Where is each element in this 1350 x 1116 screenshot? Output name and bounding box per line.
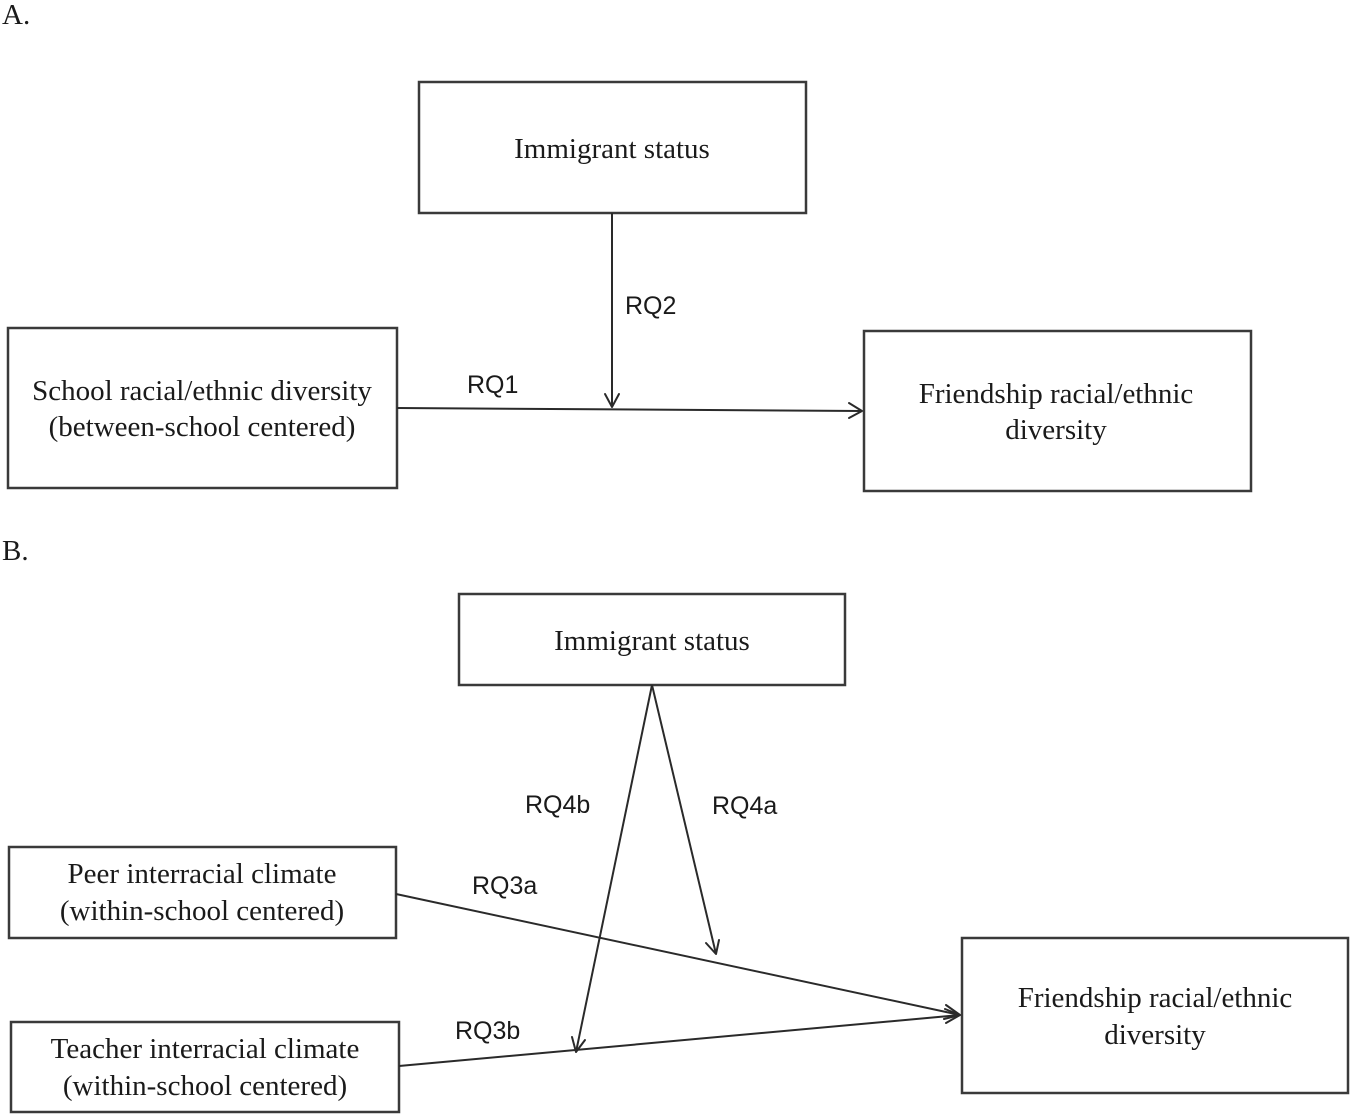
panel-a-outcome-line-2: diversity	[1005, 414, 1107, 446]
panel-b-outcome-line-2: diversity	[1104, 1019, 1206, 1051]
panel-b-peer-path-arrow	[395, 893, 961, 1020]
panel-a-outcome-box: Friendship racial/ethnic diversity	[862, 329, 1253, 493]
panel-a-moderation-arrow-label: RQ2	[625, 292, 676, 320]
panel-a-outcome-line-1: Friendship racial/ethnic	[919, 378, 1194, 410]
panel-b-moderator-text: Immigrant status	[554, 625, 750, 657]
panel-a-main-arrow	[396, 402, 863, 419]
panel-b-peer-path-label: RQ3a	[472, 872, 537, 900]
panel-a-label: A.	[2, 0, 30, 31]
panel-b-teacher-path-label: RQ3b	[455, 1017, 520, 1045]
panel-a-moderator-box: Immigrant status	[417, 80, 808, 215]
panel-b-peer-line-2: (within-school centered)	[60, 895, 344, 927]
panel-b-moderation-teacher-arrow	[571, 684, 653, 1053]
panel-a-predictor-box: School racial/ethnic diversity (between-…	[6, 326, 399, 490]
panel-a-moderator-text: Immigrant status	[514, 133, 710, 165]
panel-b-outcome-box: Friendship racial/ethnic diversity	[960, 936, 1350, 1095]
panel-b-teacher-path-arrow	[398, 1008, 961, 1067]
panel-b-peer-climate-box: Peer interracial climate (within-school …	[7, 845, 398, 940]
panel-a-predictor-line-2: (between-school centered)	[49, 411, 356, 443]
panel-b-moderation-peer-label: RQ4a	[712, 792, 777, 820]
panel-b-teacher-line-2: (within-school centered)	[63, 1070, 347, 1102]
panel-a-moderation-arrow	[604, 213, 620, 408]
panel-b-moderation-peer-arrow	[651, 684, 720, 955]
panel-b-moderation-teacher-label: RQ4b	[525, 791, 590, 819]
panel-a-main-arrow-label: RQ1	[467, 371, 518, 399]
panel-b-moderator-box: Immigrant status	[457, 592, 847, 687]
panel-b-teacher-line-1: Teacher interracial climate	[51, 1033, 360, 1065]
panel-a-predictor-line-1: School racial/ethnic diversity	[32, 375, 372, 407]
panel-b-outcome-line-1: Friendship racial/ethnic	[1018, 982, 1293, 1014]
panel-b-peer-line-1: Peer interracial climate	[68, 858, 337, 890]
panel-b-teacher-climate-box: Teacher interracial climate (within-scho…	[9, 1020, 401, 1114]
panel-b-label: B.	[2, 535, 29, 567]
